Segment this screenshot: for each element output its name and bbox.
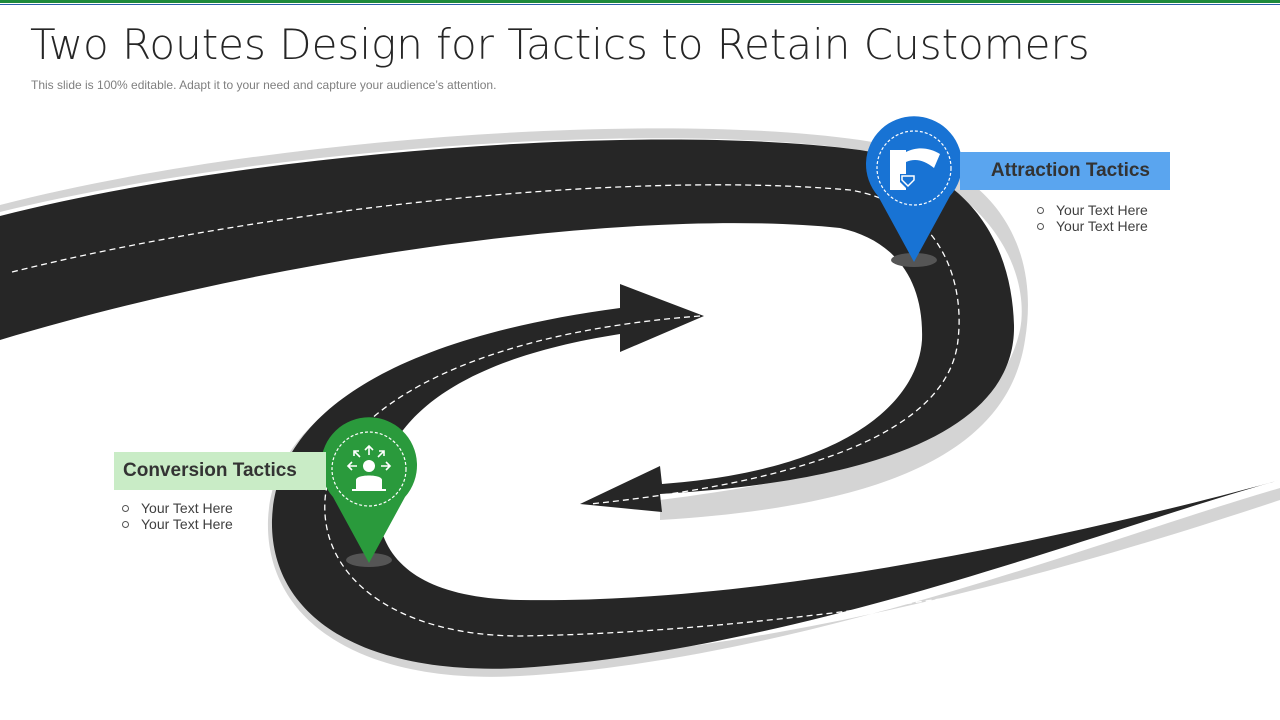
attraction-pin-ring: [876, 130, 952, 206]
person-arrows-icon: [346, 444, 392, 491]
attraction-bullet-list: Your Text Here Your Text Here: [1037, 202, 1148, 234]
page-title: Two Routes Design for Tactics to Retain …: [30, 20, 1090, 69]
magnet-attract-icon: [890, 148, 940, 190]
conversion-bullet-list: Your Text Here Your Text Here: [122, 500, 233, 532]
list-item: Your Text Here: [1037, 202, 1148, 218]
conversion-tactics-label: Conversion Tactics: [114, 452, 326, 490]
conversion-pin-ring: [331, 431, 407, 507]
top-accent-line: [0, 0, 1280, 3]
list-item: Your Text Here: [122, 516, 233, 532]
top-accent-line-secondary: [0, 4, 1280, 5]
attraction-tactics-label: Attraction Tactics: [960, 152, 1170, 190]
lower-lane-marking: [324, 315, 1276, 637]
page-subtitle: This slide is 100% editable. Adapt it to…: [31, 78, 497, 92]
lower-road: [271, 284, 1280, 669]
upper-road: [0, 139, 1015, 512]
list-item: Your Text Here: [122, 500, 233, 516]
list-item: Your Text Here: [1037, 218, 1148, 234]
